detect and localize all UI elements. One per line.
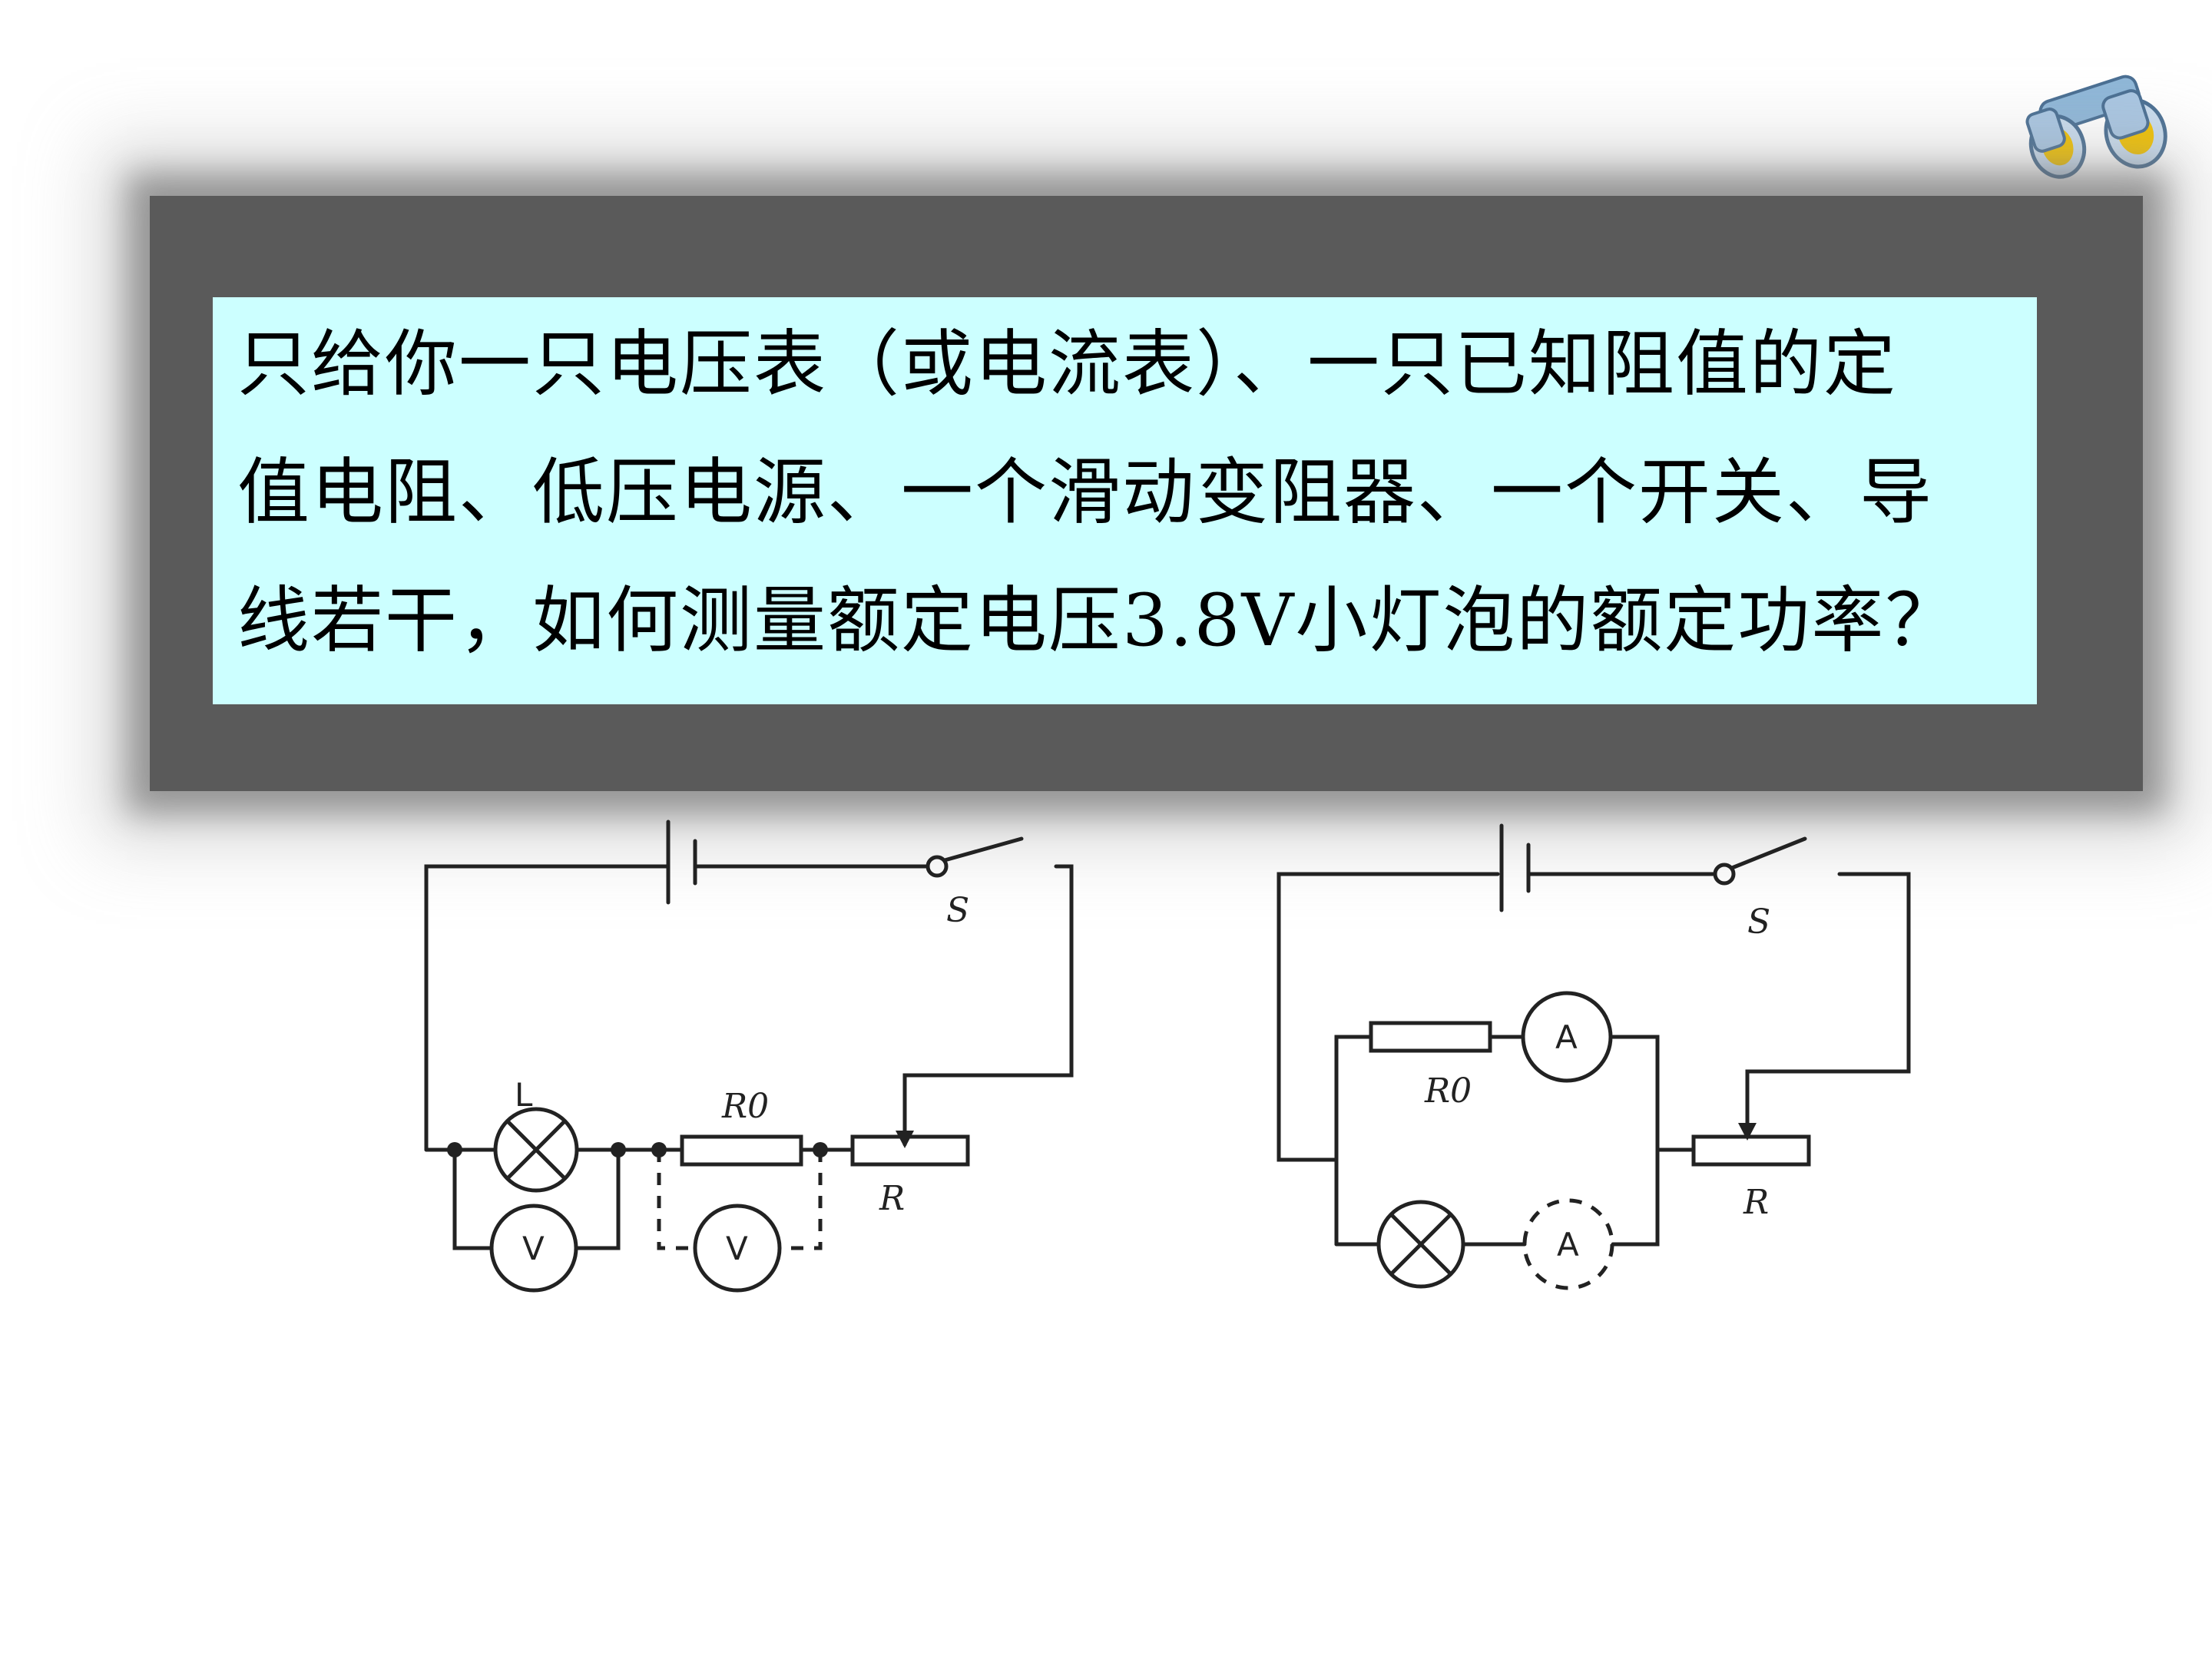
wire-voltmeter-2b	[780, 1150, 823, 1250]
lamp-cross-b	[505, 1119, 567, 1181]
resistor-r0	[1369, 1021, 1492, 1053]
lamp-cross-b	[1389, 1213, 1452, 1276]
wire-right-right-side	[1745, 872, 1911, 1137]
wire-voltmeter-1	[452, 1147, 494, 1250]
switch-pivot	[926, 855, 949, 878]
question-line-3: 线若干，如何测量额定电压3.8V小灯泡的额定功率？	[237, 579, 1959, 663]
wire-left-top-a	[424, 864, 669, 1152]
ammeter-2	[1522, 1198, 1614, 1290]
switch-label: S	[1747, 902, 1770, 942]
voltmeter-1	[489, 1204, 578, 1293]
rheostat-label: R	[1743, 1183, 1769, 1222]
question-line-2: 值电阻、低压电源、一个滑动变阻器、一个开关、导	[237, 451, 1934, 535]
voltmeter-2-label: V	[726, 1230, 748, 1267]
wire-left-right-side	[902, 864, 1074, 1147]
rheostat-slider-arrow	[1738, 1123, 1757, 1141]
switch-blade	[942, 836, 1024, 863]
ammeter-1-label: A	[1555, 1018, 1578, 1056]
switch-pivot	[1713, 863, 1736, 886]
switch-label: S	[946, 891, 969, 930]
wire-voltmeter-1b	[574, 1147, 621, 1250]
question-line-1: 只给你一只电压表（或电流表）、一只已知阻值的定	[237, 323, 1898, 406]
rheostat	[1691, 1134, 1811, 1167]
resistor-r0-label: R0	[721, 1087, 769, 1126]
question-box: 只给你一只电压表（或电流表）、一只已知阻值的定 值电阻、低压电源、一个滑动变阻器…	[213, 297, 2037, 704]
wire-upper-branch-right	[1608, 1035, 1660, 1247]
wire-voltmeter-2	[657, 1150, 695, 1250]
switch-blade	[1730, 836, 1807, 870]
rheostat	[850, 1134, 970, 1167]
voltmeter-1-label: V	[522, 1230, 545, 1267]
resistor-r0-label: R0	[1424, 1071, 1472, 1111]
wire-upper-branch-left	[1334, 1035, 1373, 1247]
rheostat-label: R	[879, 1179, 905, 1218]
lamp-label: L	[515, 1076, 533, 1114]
wire-right-top-a	[1277, 872, 1500, 1162]
ammeter-2-label: A	[1557, 1226, 1579, 1263]
voltmeter-2	[693, 1204, 782, 1293]
binoculars-icon	[2025, 75, 2167, 179]
